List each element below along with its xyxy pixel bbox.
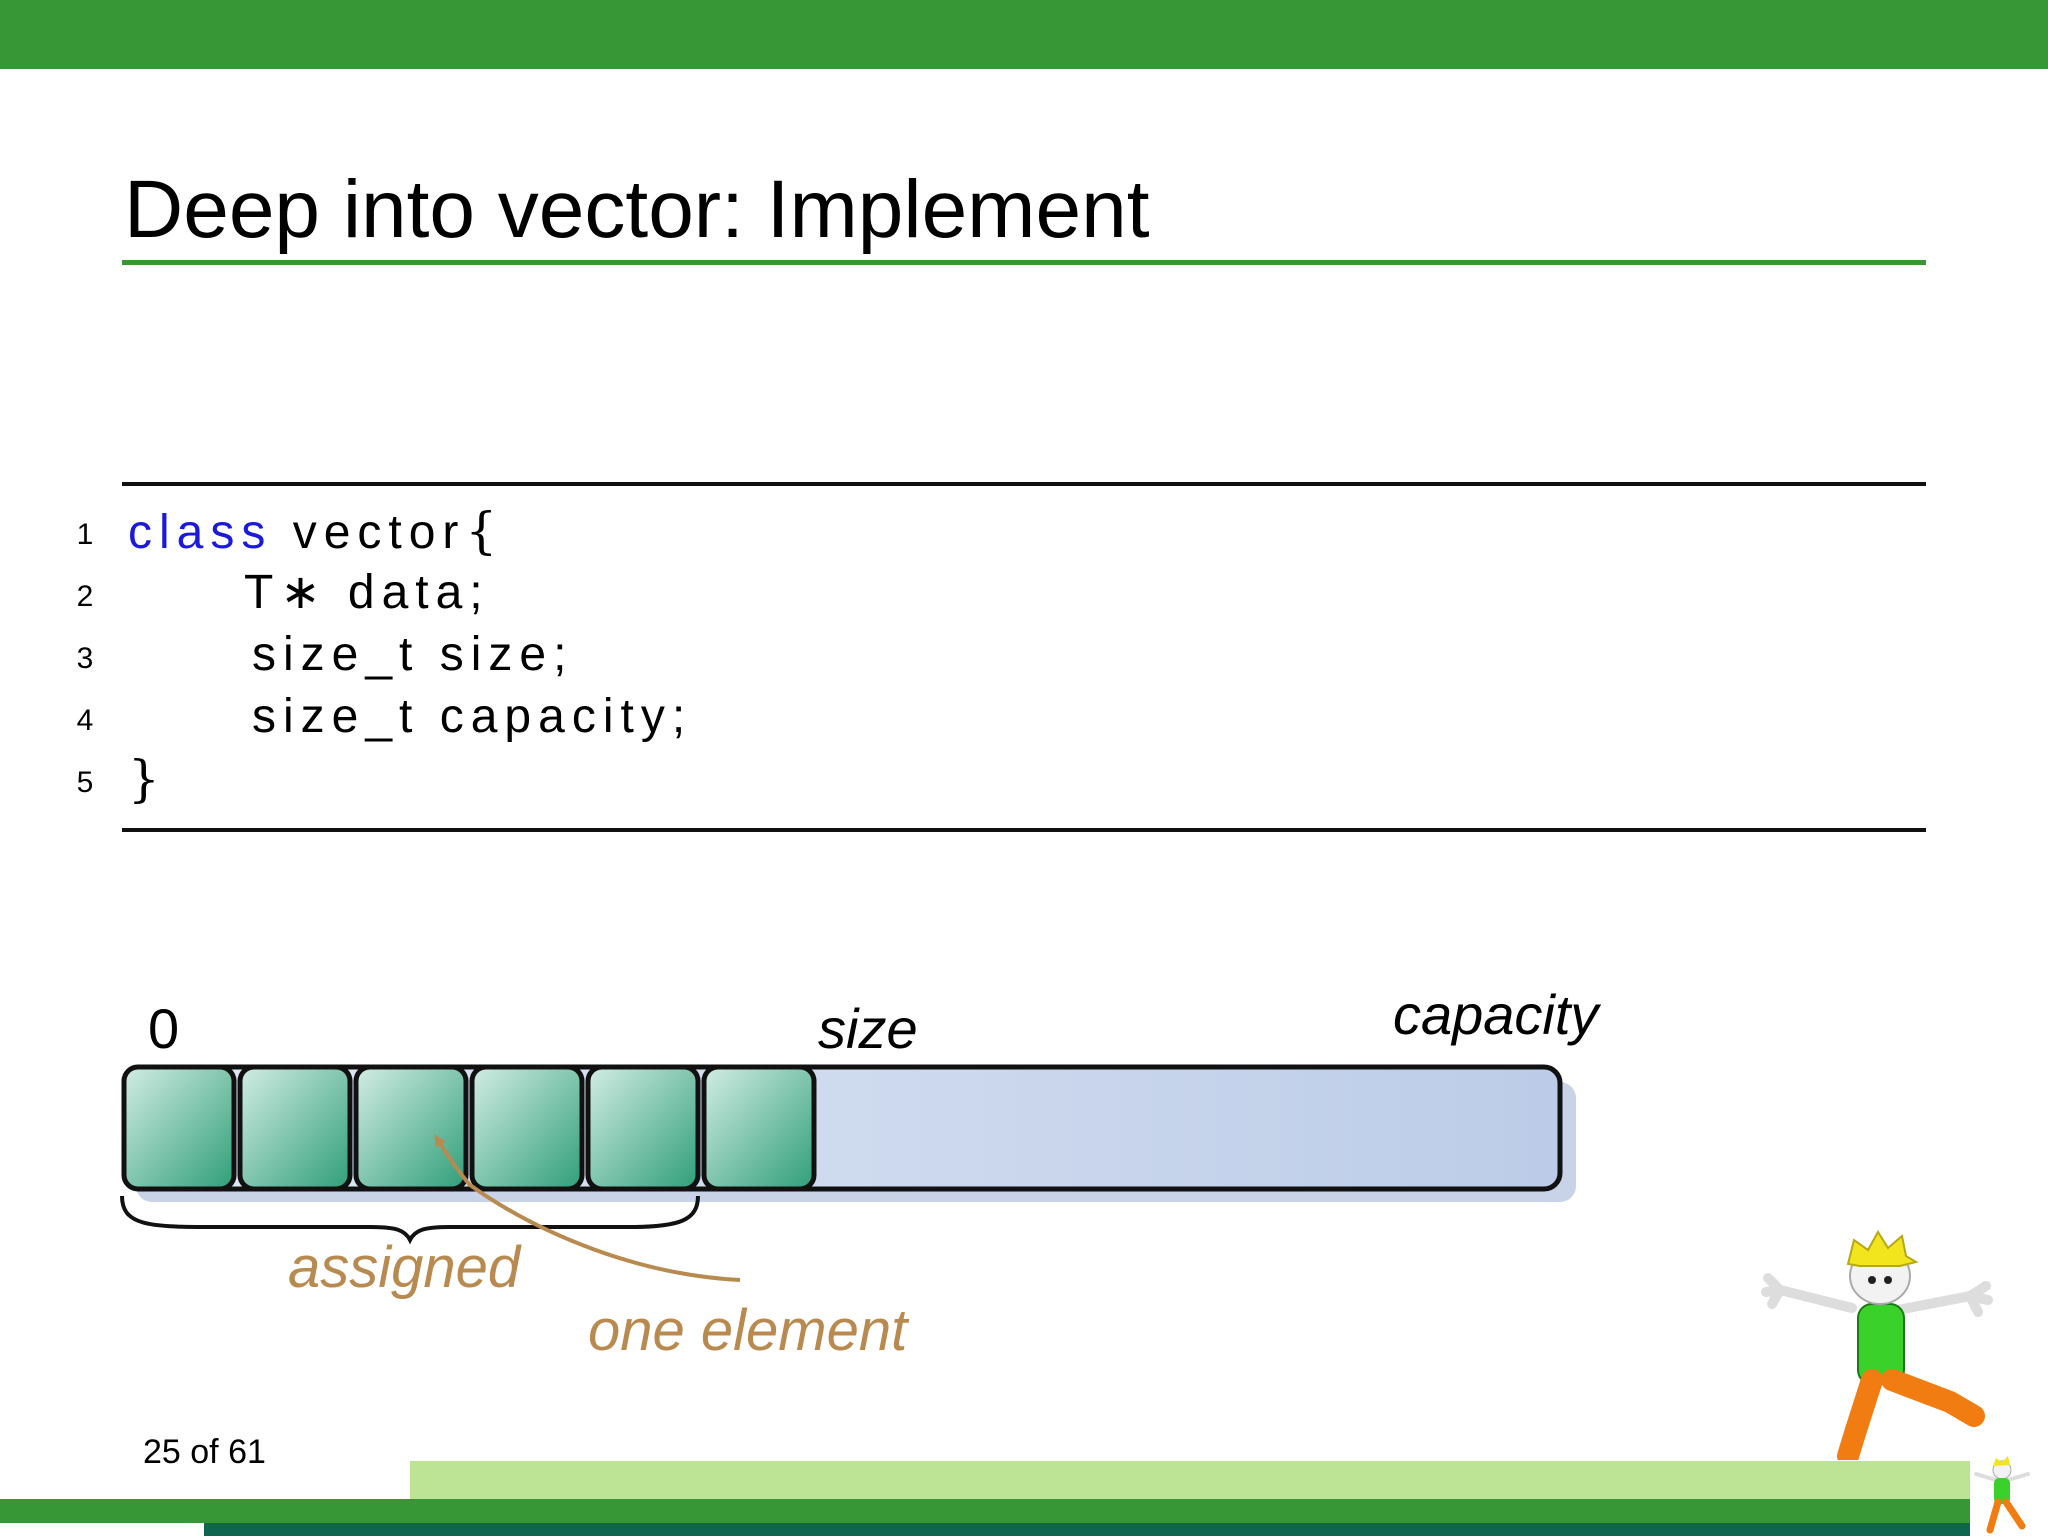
code-text: vector (272, 506, 466, 559)
code-top-rule (122, 482, 1926, 486)
code-line-3: 3 size_t size; (70, 624, 970, 686)
footer-light-bar (410, 1461, 1970, 1501)
code-brace: } (128, 750, 160, 808)
vector-cell (701, 1064, 817, 1192)
vector-diagram: 0 size capacity assigned one element (120, 983, 1601, 1363)
code-line-5: 5 } (70, 748, 970, 810)
code-line-1: 1 class vector{ (70, 500, 970, 562)
mascot-small-icon (1974, 1456, 2030, 1534)
capacity-label: capacity (1393, 983, 1601, 1046)
assigned-cells (121, 1064, 817, 1192)
code-line-4: 4 size_t capacity; (70, 686, 970, 748)
size-label: size (818, 997, 918, 1060)
code-brace: { (465, 502, 498, 560)
vector-cell (469, 1064, 585, 1192)
code-keyword: class (128, 506, 273, 559)
zero-label: 0 (148, 997, 179, 1060)
line-number: 5 (76, 766, 94, 799)
vector-cell (121, 1064, 237, 1192)
footer-green-bar (0, 1499, 1970, 1523)
code-text: T∗ data; (244, 566, 490, 619)
line-number: 4 (76, 704, 94, 737)
title-rule (122, 260, 1926, 265)
vector-cell (237, 1064, 353, 1192)
code-text: size_t size; (252, 628, 574, 681)
line-number: 2 (76, 580, 94, 613)
assigned-brace (120, 1195, 700, 1245)
line-number: 1 (76, 518, 94, 551)
vector-cell (353, 1064, 469, 1192)
page-number: 25 of 61 (143, 1433, 266, 1471)
top-bar (0, 0, 2048, 69)
code-text: size_t capacity; (252, 690, 693, 743)
one-element-label: one element (588, 1298, 910, 1363)
mascot-icon (1761, 1230, 1993, 1460)
assigned-label: assigned (288, 1235, 522, 1300)
vector-cell (585, 1064, 701, 1192)
code-line-2: 2 T∗ data; (70, 562, 970, 624)
footer-dark-bar (204, 1523, 1970, 1536)
one-element-arrow (434, 1134, 741, 1282)
code-bottom-rule (122, 828, 1926, 832)
line-number: 3 (76, 642, 94, 675)
slide-title: Deep into vector: Implement (124, 164, 1150, 255)
